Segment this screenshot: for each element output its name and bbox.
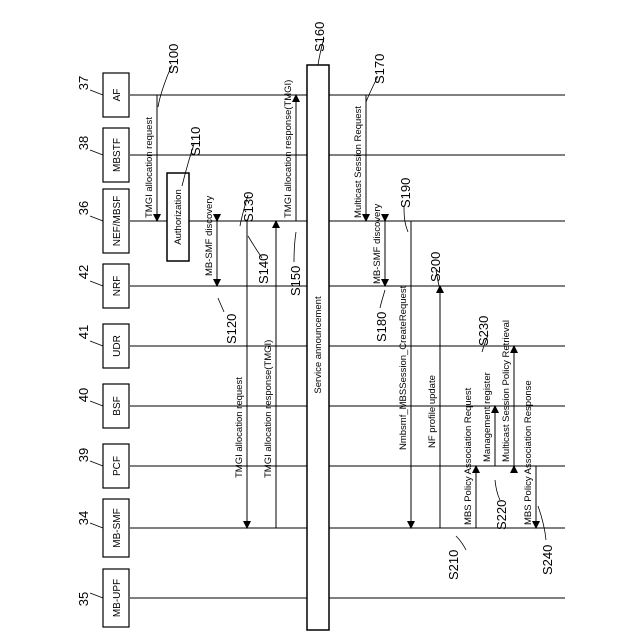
authorization-label: Authorization	[173, 189, 184, 244]
step-leaders	[158, 38, 546, 550]
message-label: TMGI allocation response(TMGI)	[283, 80, 294, 218]
service-announcement-label: Service announcement	[313, 296, 324, 394]
message-label: NF profile update	[427, 375, 438, 448]
entity-nrf: NRF 42	[76, 264, 129, 308]
entity-number: 40	[76, 388, 91, 402]
entity-label: BSF	[112, 396, 123, 415]
entity-label: MB-SMF	[112, 508, 123, 547]
service-announcement-bar: Service announcement	[307, 65, 329, 630]
authorization-box: Authorization	[167, 173, 189, 261]
message-label: MBS Policy Association Request	[463, 387, 474, 525]
entity-label: NEF/MBSF	[112, 196, 123, 247]
entity-number: 35	[76, 592, 91, 606]
entity-label: MBSTF	[112, 138, 123, 172]
entity-label: UDR	[112, 335, 123, 357]
entity-number: 37	[76, 76, 91, 90]
entity-mbstf: MBSTF 38	[76, 128, 129, 182]
messages	[157, 95, 536, 528]
step-number: S140	[256, 254, 271, 284]
step-numbers: S100 S110 S120 S130 S140 S150 S160 S170 …	[166, 22, 555, 580]
entity-af: AF 37	[76, 73, 129, 117]
step-number: S230	[476, 316, 491, 346]
step-number: S190	[398, 178, 413, 208]
entity-label: MB-UPF	[112, 579, 123, 617]
message-label: MB-SMF discovery	[204, 196, 215, 276]
message-label: Multicast Session Policy Retrieval	[501, 320, 512, 462]
step-number: S210	[446, 550, 461, 580]
message-label: Management register	[482, 372, 493, 462]
entity-number: 34	[76, 511, 91, 525]
entity-mb-smf: MB-SMF 34	[76, 499, 129, 557]
entity-number: 36	[76, 201, 91, 215]
message-label: TMGI allocation response(TMGI)	[263, 340, 274, 478]
entity-label: NRF	[112, 276, 123, 297]
message-label: Nmbsmf_MBSSession_CreateRequest	[398, 285, 409, 450]
entity-nef-mbsf: NEF/MBSF 36	[76, 189, 129, 253]
step-number: S200	[428, 252, 443, 282]
entity-label: PCF	[112, 456, 123, 476]
step-number: S180	[374, 312, 389, 342]
step-number: S170	[372, 54, 387, 84]
step-number: S110	[188, 127, 203, 156]
entity-mb-upf: MB-UPF 35	[76, 569, 129, 627]
entity-udr: UDR 41	[76, 324, 129, 368]
entity-boxes: AF 37 MBSTF 38 NEF/MBSF 36 NRF 42 UDR 41	[76, 73, 129, 627]
entity-number: 39	[76, 448, 91, 462]
entity-pcf: PCF 39	[76, 444, 129, 488]
message-label: MBS Policy Association Response	[523, 380, 534, 525]
step-number: S240	[540, 545, 555, 575]
entity-number: 42	[76, 265, 91, 279]
step-number: S130	[241, 192, 256, 222]
entity-number: 38	[76, 136, 91, 150]
entity-number: 41	[76, 325, 91, 339]
step-number: S100	[166, 44, 181, 74]
entity-label: AF	[112, 89, 123, 102]
step-number: S120	[224, 314, 239, 344]
step-number: S150	[288, 266, 303, 296]
message-label: Multicast Session Request	[353, 106, 364, 218]
step-number: S220	[494, 500, 509, 530]
step-number: S160	[312, 22, 327, 52]
message-label: TMGI allocation request	[144, 117, 155, 218]
message-label: MB-SMF discovery	[372, 204, 383, 284]
message-label: TMGI allocation request	[234, 377, 245, 478]
entity-bsf: BSF 40	[76, 384, 129, 428]
